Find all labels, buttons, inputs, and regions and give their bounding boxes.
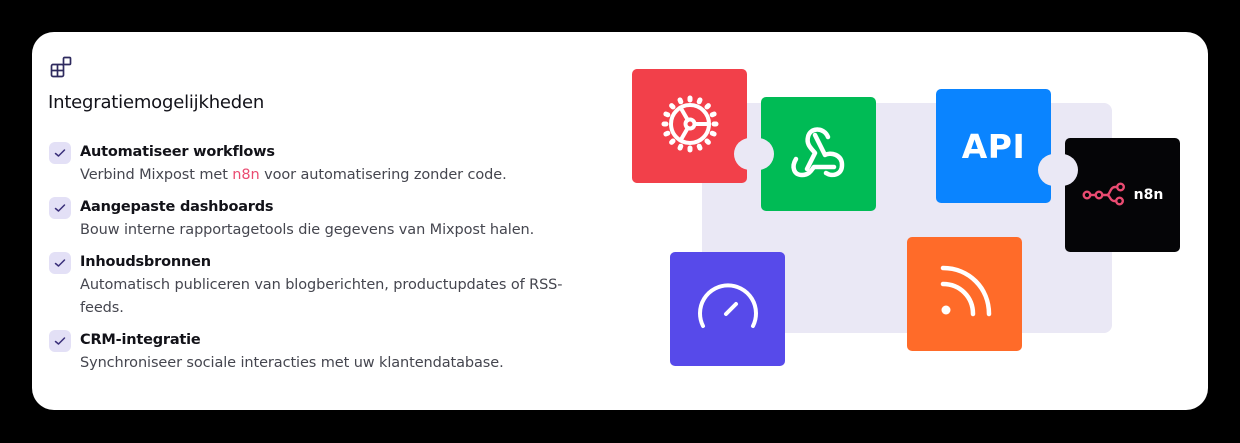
feature-title: CRM-integratie [80, 332, 201, 348]
feature-title: Automatiseer workflows [80, 144, 275, 160]
n8n-tile: n8n [1065, 138, 1180, 252]
integrations-card: Integratiemogelijkheden Automatiseer wor… [32, 32, 1208, 410]
webhook-tile [761, 97, 876, 211]
n8n-link[interactable]: n8n [232, 167, 260, 183]
feature-description: Automatisch publiceren van blogberichten… [80, 277, 563, 316]
feature-description: Synchroniseer sociale interacties met uw… [80, 355, 504, 371]
api-tile: API [936, 89, 1051, 203]
feature-item-dashboards: Aangepaste dashboards Bouw interne rappo… [48, 195, 588, 242]
rss-tile [907, 237, 1022, 351]
feature-description: Verbind Mixpost met n8n voor automatiser… [80, 164, 588, 187]
dashboard-tile [670, 252, 785, 366]
feature-description: Bouw interne rapportagetools die gegeven… [80, 222, 535, 238]
widgets-icon [49, 55, 73, 79]
n8n-logo-icon [1082, 180, 1126, 210]
check-icon [49, 197, 71, 219]
puzzle-connector [1038, 154, 1078, 186]
desc-text: Verbind Mixpost met [80, 167, 233, 183]
rss-icon [935, 262, 995, 326]
check-icon [49, 252, 71, 274]
feature-list: Automatiseer workflows Verbind Mixpost m… [48, 140, 588, 383]
api-label: API [961, 126, 1026, 166]
puzzle-connector [734, 138, 774, 170]
speedometer-icon [695, 282, 761, 336]
webhook-icon [784, 117, 854, 191]
feature-title: Aangepaste dashboards [80, 199, 274, 215]
check-icon [49, 142, 71, 164]
feature-title: Inhoudsbronnen [80, 254, 211, 270]
feature-item-content-sources: Inhoudsbronnen Automatisch publiceren va… [48, 250, 588, 320]
desc-text: voor automatisering zonder code. [259, 167, 507, 183]
check-icon [49, 330, 71, 352]
n8n-logo: n8n [1082, 180, 1164, 210]
gear-icon [658, 92, 722, 160]
gear-tile [632, 69, 747, 183]
feature-item-crm: CRM-integratie Synchroniseer sociale int… [48, 328, 588, 375]
feature-item-workflows: Automatiseer workflows Verbind Mixpost m… [48, 140, 588, 187]
n8n-label: n8n [1133, 187, 1164, 203]
section-title: Integratiemogelijkheden [48, 92, 265, 113]
